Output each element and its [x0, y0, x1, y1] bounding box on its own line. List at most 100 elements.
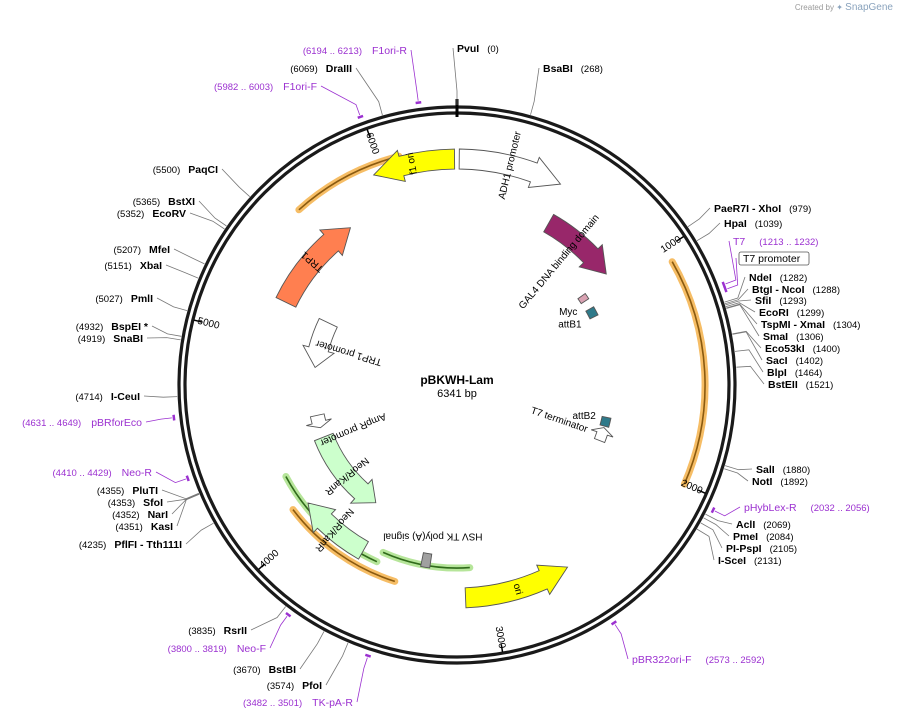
site-leader-line [700, 522, 723, 549]
primer-leader-line [714, 506, 741, 517]
feature-hsv-tk-poly-a-signal [420, 552, 433, 569]
site-position: (5027) [95, 294, 122, 305]
feature-label: HSV TK poly(A) signal [383, 530, 482, 541]
primer-label[interactable]: (3482 .. 3501)TK-pA-R [243, 697, 353, 709]
primer-label[interactable]: (3800 .. 3819) Neo-F [168, 643, 266, 655]
site-name: PvuI [457, 43, 479, 55]
tick-label: 6000 [363, 131, 381, 156]
feature-label: ori [510, 582, 524, 596]
feature-label: attB2 [572, 411, 596, 422]
primer-range: (3800 .. 3819) [168, 644, 227, 655]
site-position: (4714) [75, 392, 102, 403]
site-position: (4355) [97, 486, 124, 497]
map-title: pBKWH-Lam [420, 373, 493, 387]
site-label[interactable]: NotI(1892) [752, 476, 808, 488]
site-leader-line [725, 302, 756, 313]
primer-layer: (6194 .. 6213)F1ori-R (5982 .. 6003) F1ori… [22, 45, 870, 709]
site-label[interactable]: SfiI(1293) [755, 295, 807, 307]
feature-trp1-promoter [302, 317, 338, 369]
primer-name: Neo-F [237, 643, 266, 655]
primer-label[interactable]: (6194 .. 6213)F1ori-R [303, 45, 408, 57]
site-label[interactable]: (4352)NarI [112, 509, 168, 521]
site-label[interactable]: (6069)DraIII [290, 63, 352, 75]
primer-mark [710, 507, 716, 514]
primer-name: F1ori-R [372, 45, 407, 57]
primer-label[interactable]: (4410 .. 4429)Neo-R [53, 467, 153, 479]
primer-mark [721, 281, 726, 288]
site-label[interactable]: (3835)RsrII [188, 625, 247, 637]
site-label[interactable]: (4919)SnaBI [78, 333, 143, 345]
tick-mark [676, 235, 685, 242]
site-label[interactable]: (4355)PluTI [97, 485, 158, 497]
site-label[interactable]: PaeR7I - XhoI(979) [714, 203, 811, 215]
site-label[interactable]: EcoRI(1299) [759, 307, 824, 319]
site-leader-line [165, 264, 199, 279]
site-label[interactable]: (5151)XbaI [104, 260, 162, 272]
primer-label[interactable]: (5982 .. 6003) F1ori-F [214, 81, 317, 93]
site-label[interactable]: HpaI(1039) [724, 218, 782, 230]
primer-label[interactable]: pBR322ori-F(2573 .. 2592) [632, 654, 765, 666]
site-name: SacI [766, 355, 788, 367]
primer-mark [357, 114, 364, 120]
tick-mark [193, 319, 202, 323]
site-label[interactable]: I-SceI(2131) [718, 555, 781, 567]
primer-label[interactable]: pHybLex-R(2032 .. 2056) [744, 502, 870, 514]
feature-label: AmpR promoter [318, 410, 388, 448]
site-leader-line [705, 513, 733, 525]
site-position: (1288) [813, 285, 840, 296]
site-label[interactable]: SalI(1880) [756, 464, 810, 476]
site-name-2: - Tth111I [137, 539, 182, 551]
site-label[interactable]: Eco53kI(1400) [765, 343, 840, 355]
site-name: DraIII [326, 63, 352, 75]
primer-mark [723, 286, 728, 293]
site-label[interactable]: SacI(1402) [766, 355, 823, 367]
tick-mark [697, 489, 706, 494]
site-leader-line [725, 299, 752, 306]
site-label[interactable]: PvuI(0) [457, 43, 499, 55]
map-length: 6341 bp [437, 388, 477, 400]
site-leader-line [176, 493, 200, 527]
primer-label[interactable]: T7 promoter [743, 253, 801, 265]
site-label[interactable]: (5365)BstXI [133, 196, 195, 208]
site-position: (4353) [108, 498, 135, 509]
site-label[interactable]: (4351)KasI [115, 521, 173, 533]
site-label[interactable]: (4353)SfoI [108, 497, 163, 509]
highlight-arc-core [292, 509, 396, 583]
site-position: (1282) [780, 273, 807, 284]
site-label[interactable]: BlpI(1464) [767, 367, 822, 379]
site-label[interactable]: BstEII(1521) [768, 379, 833, 391]
site-name: I-SceI [718, 555, 746, 567]
site-label[interactable]: (4235)PflFI - Tth111I [79, 539, 182, 551]
primer-name: F1ori-F [283, 81, 317, 93]
site-label[interactable]: (4714)I-CeuI [75, 391, 140, 403]
site-label[interactable]: PI-PspI(2105) [726, 543, 797, 555]
site-name: SfiI [755, 295, 771, 307]
site-label[interactable]: BtgI - NcoI(1288) [752, 284, 840, 296]
primer-label[interactable]: T7(1213 .. 1232) [733, 236, 818, 248]
site-label[interactable]: (5207)MfeI [114, 244, 171, 256]
site-label[interactable]: AclI(2069) [736, 519, 791, 531]
site-label[interactable]: SmaI(1306) [763, 331, 824, 343]
site-label[interactable]: TspMI - XmaI(1304) [761, 319, 860, 331]
site-position: (5207) [114, 245, 141, 256]
site-label[interactable]: (3574)PfoI [267, 680, 322, 692]
site-label[interactable]: NdeI(1282) [749, 272, 807, 284]
tick-label: 1000 [659, 234, 684, 256]
primer-range: (5982 .. 6003) [214, 82, 273, 93]
site-label[interactable]: (5352)EcoRV [117, 208, 186, 220]
site-name: BtgI [752, 284, 772, 296]
site-position: (4932) [76, 322, 103, 333]
site-label[interactable]: (5500)PaqCI [153, 164, 218, 176]
site-label[interactable]: (3670)BstBI [233, 664, 296, 676]
primer-label[interactable]: (4631 .. 4649)pBRforEco [22, 417, 142, 429]
snapgene-logo-icon: ✦ [836, 3, 843, 12]
site-label[interactable]: BsaBI(268) [543, 63, 603, 75]
map-center-label: pBKWH-Lam 6341 bp [420, 373, 493, 400]
site-label[interactable]: (5027)PmlI [95, 293, 153, 305]
site-label[interactable]: PmeI(2084) [733, 531, 794, 543]
site-label[interactable]: (4932)BspEI * [76, 321, 149, 333]
feature-neor-kanr [313, 432, 377, 504]
site-leader-line [161, 489, 199, 500]
